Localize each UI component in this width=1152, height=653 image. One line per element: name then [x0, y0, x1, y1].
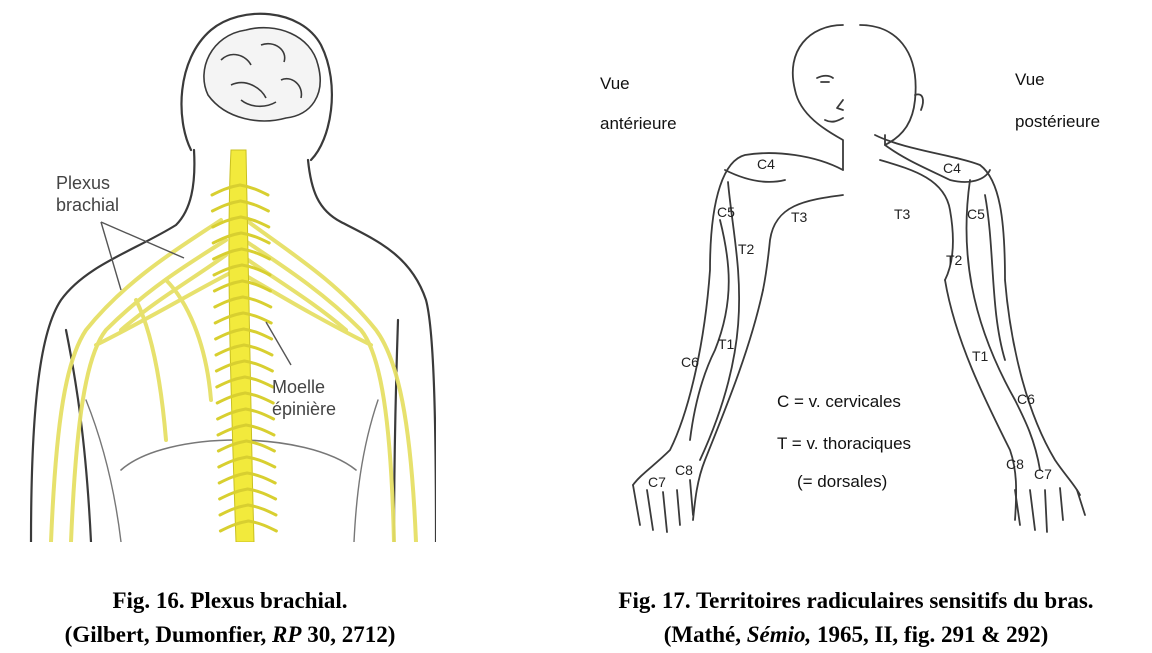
nerve-rootlet — [239, 231, 271, 245]
nerve-rootlet — [242, 327, 274, 341]
nerve-rootlet — [218, 503, 250, 517]
caption-text: 30, 2712) — [301, 622, 396, 647]
spinal-cord-label-line2: épinière — [272, 399, 337, 419]
legend-dorsal-note: (= dorsales) — [797, 472, 888, 491]
nerve-rootlet — [210, 199, 242, 213]
nerve-rootlet — [240, 263, 272, 277]
nerve-rootlet — [216, 439, 248, 453]
caption-italic: Sémio, — [746, 622, 812, 647]
figure-17-caption: Fig. 17. Territoires radiculaires sensit… — [560, 584, 1152, 652]
segment-label: T2 — [738, 241, 755, 257]
segment-label: C7 — [648, 474, 666, 490]
nerve-rootlet — [240, 279, 272, 293]
segment-label: C8 — [1006, 456, 1024, 472]
segment-label: T1 — [718, 336, 735, 352]
nerve-rootlet — [215, 391, 247, 405]
nerve-rootlet — [238, 199, 270, 213]
nerve-rootlet — [241, 295, 273, 309]
nerve-rootlet — [244, 407, 276, 421]
nerve-rootlet — [215, 375, 247, 389]
nerve-rootlet — [246, 503, 278, 517]
segment-label: T3 — [894, 206, 911, 222]
segment-label: T1 — [972, 348, 989, 364]
caption-text: (Gilbert, Dumonfier, — [64, 622, 273, 647]
nerve-rootlet — [218, 519, 250, 533]
nerve-rootlet — [238, 183, 270, 197]
segment-label: C6 — [1017, 391, 1035, 407]
nerve-rootlet — [210, 183, 242, 197]
posterior-view-label-line1: Vue — [1015, 70, 1045, 89]
segment-label: C4 — [757, 156, 775, 172]
segment-label: C7 — [1034, 466, 1052, 482]
nerve-rootlet — [242, 359, 274, 373]
segment-label: C5 — [967, 206, 985, 222]
nerve-rootlet — [241, 311, 273, 325]
nerve-rootlet — [213, 295, 245, 309]
nerve-rootlet — [245, 455, 277, 469]
nerve-rootlet — [239, 215, 271, 229]
caption-italic: RP — [272, 622, 302, 647]
nerve-rootlet — [246, 487, 278, 501]
nerve-rootlet — [217, 455, 249, 469]
brachial-plexus-illustration: Plexus brachial Moelle épinière — [26, 0, 438, 544]
nerve-rootlet — [216, 407, 248, 421]
nerve-rootlet — [214, 343, 246, 357]
nerve-rootlet — [243, 375, 275, 389]
segment-label: C6 — [681, 354, 699, 370]
nerve-rootlet — [216, 423, 248, 437]
segment-label: C4 — [943, 160, 961, 176]
nerve-rootlet — [212, 279, 244, 293]
figure-16-caption-line2: (Gilbert, Dumonfier, RP 30, 2712) — [0, 618, 460, 652]
legend-cervical: C = v. cervicales — [777, 392, 901, 411]
posterior-view-label-line2: postérieure — [1015, 112, 1101, 131]
nerve-rootlet — [246, 519, 278, 533]
nerve-rootlet — [245, 471, 277, 485]
nerve-rootlet — [212, 263, 244, 277]
anterior-view-label-line1: Vue — [600, 74, 630, 93]
figure-17-caption-line2: (Mathé, Sémio, 1965, II, fig. 291 & 292) — [560, 618, 1152, 652]
figure-16-caption-line1: Fig. 16. Plexus brachial. — [112, 588, 348, 613]
nerve-rootlet — [211, 231, 243, 245]
spinal-cord-label-line1: Moelle — [272, 377, 326, 397]
dermatome-diagram: Vue antérieure Vue postérieure C = v. ce… — [585, 20, 1145, 545]
spinal-cord-label: Moelle épinière — [272, 376, 336, 420]
legend-thoracic: T = v. thoraciques — [777, 434, 912, 453]
nerve-rootlet — [244, 439, 276, 453]
caption-text: 1965, II, fig. 291 & 292) — [811, 622, 1049, 647]
nerve-rootlet — [213, 311, 245, 325]
nerve-rootlet — [212, 247, 244, 261]
nerve-rootlet — [242, 343, 274, 357]
nerve-rootlet — [240, 247, 272, 261]
anterior-view-label-line2: antérieure — [600, 114, 677, 133]
segment-label: T3 — [791, 209, 808, 225]
segment-label: T2 — [946, 252, 963, 268]
nerve-rootlet — [214, 327, 246, 341]
segment-label: C5 — [717, 204, 735, 220]
figure-17-caption-line1: Fig. 17. Territoires radiculaires sensit… — [618, 588, 1094, 613]
nerve-rootlet — [218, 487, 250, 501]
plexus-label-line2: brachial — [56, 195, 120, 215]
brachial-plexus-drawing — [29, 12, 438, 544]
segment-label: C8 — [675, 462, 693, 478]
nerve-rootlet — [243, 391, 275, 405]
nerve-rootlet — [214, 359, 246, 373]
plexus-label: Plexus brachial — [56, 172, 119, 216]
caption-text: (Mathé, — [663, 622, 747, 647]
plexus-label-line1: Plexus — [56, 173, 111, 193]
dermatome-drawing — [632, 24, 1086, 533]
nerve-rootlet — [244, 423, 276, 437]
figure-16-caption: Fig. 16. Plexus brachial. (Gilbert, Dumo… — [0, 584, 460, 652]
nerve-rootlet — [217, 471, 249, 485]
nerve-rootlet — [211, 215, 243, 229]
